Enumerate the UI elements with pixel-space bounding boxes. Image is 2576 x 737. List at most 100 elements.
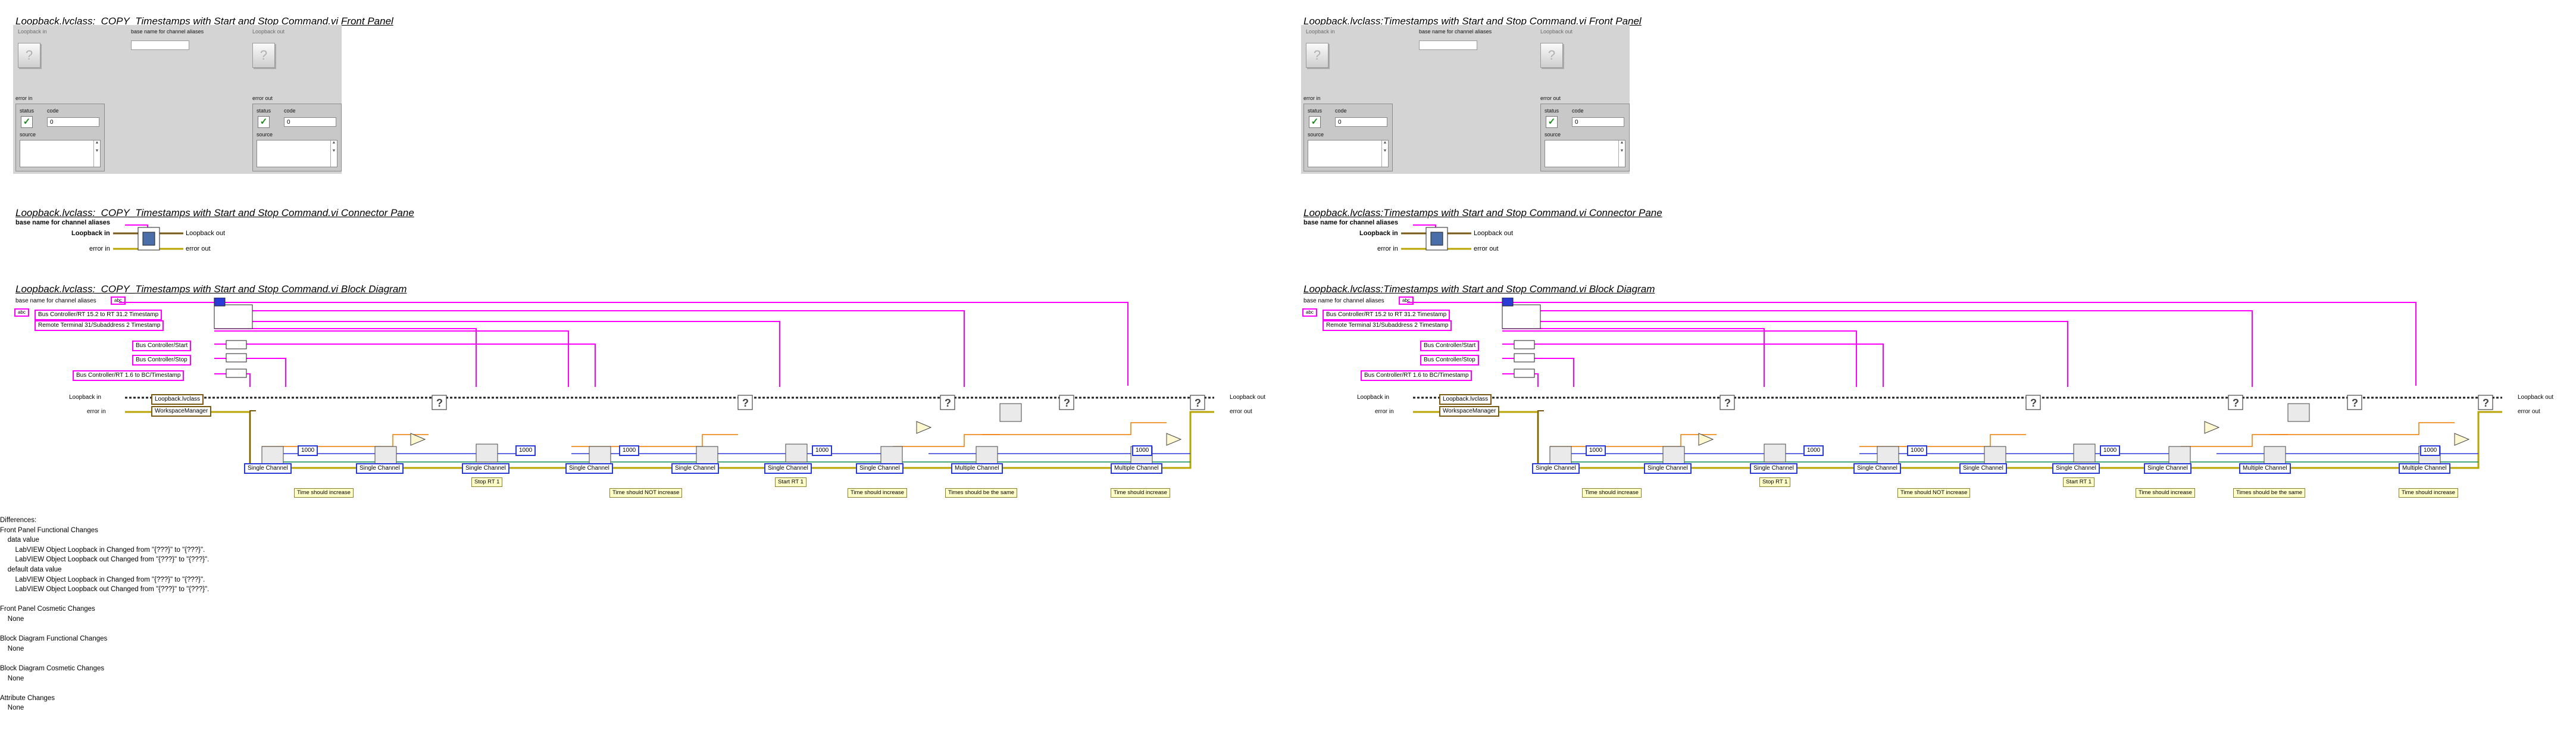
- multiple-channel-ring[interactable]: Multiple Channel: [2399, 463, 2450, 474]
- num-1000-constant[interactable]: 1000: [2100, 445, 2121, 456]
- svg-text:?: ?: [1064, 397, 1070, 409]
- num-1000-constant[interactable]: 1000: [1803, 445, 1824, 456]
- note-time-not-increase: Time should NOT increase: [609, 488, 683, 498]
- base-name-input[interactable]: [131, 40, 189, 50]
- workspace-manager-ring[interactable]: WorkspaceManager: [151, 406, 212, 417]
- single-channel-ring[interactable]: Single Channel: [356, 463, 404, 474]
- source-label: source: [1308, 132, 1324, 138]
- code-label: code: [1572, 108, 1584, 114]
- single-channel-ring[interactable]: Single Channel: [764, 463, 812, 474]
- multiple-channel-ring[interactable]: Multiple Channel: [2239, 463, 2291, 474]
- code-label: code: [1335, 108, 1347, 114]
- error-out-label: error out: [1540, 95, 1561, 101]
- single-channel-ring[interactable]: Single Channel: [671, 463, 719, 474]
- error-in-label: error in: [1303, 95, 1321, 101]
- num-1000-constant[interactable]: 1000: [1586, 445, 1606, 456]
- single-channel-ring[interactable]: Single Channel: [2052, 463, 2100, 474]
- abc-constant[interactable]: abc: [14, 308, 29, 317]
- scrollbar[interactable]: ▲▼: [1618, 140, 1625, 167]
- single-channel-ring[interactable]: Single Channel: [856, 463, 904, 474]
- num-1000-constant[interactable]: 1000: [1132, 445, 1153, 456]
- num-1000-constant[interactable]: 1000: [298, 445, 318, 456]
- code-field: 0: [1572, 117, 1624, 127]
- note-time-increase: Time should increase: [1111, 488, 1170, 498]
- svg-text:?: ?: [2030, 397, 2037, 409]
- const-bc-rt-timestamp[interactable]: Bus Controller/RT 15.2 to RT 31.2 Timest…: [35, 310, 162, 320]
- const-rt-subaddress[interactable]: Remote Terminal 31/Subaddress 2 Timestam…: [35, 320, 164, 331]
- single-channel-ring[interactable]: Single Channel: [1853, 463, 1901, 474]
- code-field[interactable]: 0: [1335, 117, 1387, 127]
- single-channel-ring[interactable]: Single Channel: [2144, 463, 2192, 474]
- loopback-class-constant[interactable]: Loopback.lvclass: [151, 394, 204, 405]
- single-channel-ring[interactable]: Single Channel: [1750, 463, 1797, 474]
- single-channel-ring[interactable]: Single Channel: [565, 463, 613, 474]
- single-channel-ring[interactable]: Single Channel: [1644, 463, 1692, 474]
- abc-constant[interactable]: abc: [1302, 308, 1317, 317]
- const-bc-rt-timestamp[interactable]: Bus Controller/RT 15.2 to RT 31.2 Timest…: [1323, 310, 1450, 320]
- bd-loopback-in-label: Loopback in: [1357, 394, 1389, 401]
- svg-text:?: ?: [436, 397, 443, 409]
- loopback-in-control[interactable]: ?: [1306, 43, 1328, 68]
- single-channel-ring[interactable]: Single Channel: [1959, 463, 2007, 474]
- source-label: source: [1545, 132, 1561, 138]
- num-1000-constant[interactable]: 1000: [515, 445, 536, 456]
- code-label: code: [47, 108, 59, 114]
- const-bc-stop[interactable]: Bus Controller/Stop: [132, 355, 191, 366]
- bd-loopback-out-label: Loopback out: [1230, 394, 1266, 401]
- const-rt-subaddress[interactable]: Remote Terminal 31/Subaddress 2 Timestam…: [1323, 320, 1452, 331]
- block-diagram-title: Loopback.lvclass:Timestamps with Start a…: [1303, 283, 1655, 295]
- single-channel-ring[interactable]: Single Channel: [1532, 463, 1580, 474]
- svg-text:?: ?: [2483, 397, 2489, 409]
- workspace-manager-ring[interactable]: WorkspaceManager: [1439, 406, 1500, 417]
- const-rt-bc-timestamp[interactable]: Bus Controller/RT 1.6 to BC/Timestamp: [73, 370, 185, 381]
- multiple-channel-ring[interactable]: Multiple Channel: [951, 463, 1003, 474]
- const-bc-start[interactable]: Bus Controller/Start: [132, 341, 192, 351]
- status-checkmark-icon: ✓: [258, 116, 270, 128]
- loopback-out-indicator: ?: [252, 43, 275, 68]
- bd-loopback-out-label: Loopback out: [2518, 394, 2554, 401]
- right-vi-pane: Loopback.lvclass:Timestamps with Start a…: [1288, 0, 2576, 737]
- error-in-cluster[interactable]: status code ✓ 0 source ▲▼: [1303, 104, 1393, 171]
- connector-pane-wires: [1401, 224, 1471, 251]
- const-bc-start[interactable]: Bus Controller/Start: [1420, 341, 1480, 351]
- status-checkmark-icon[interactable]: ✓: [21, 116, 33, 128]
- single-channel-ring[interactable]: Single Channel: [244, 463, 292, 474]
- differences-report: Differences: Front Panel Functional Chan…: [0, 517, 210, 712]
- base-name-label: base name for channel aliases: [1419, 29, 1492, 35]
- loopback-class-constant[interactable]: Loopback.lvclass: [1439, 394, 1492, 405]
- note-time-not-increase: Time should NOT increase: [1897, 488, 1971, 498]
- connector-pane-title: Loopback.lvclass:Timestamps with Start a…: [1303, 207, 1662, 218]
- error-in-cluster[interactable]: status code ✓ 0 source ▲▼: [15, 104, 105, 171]
- status-checkmark-icon: ✓: [1546, 116, 1558, 128]
- scrollbar[interactable]: ▲▼: [330, 140, 337, 167]
- bd-error-out-label: error out: [1230, 408, 1252, 415]
- num-1000-constant[interactable]: 1000: [619, 445, 640, 456]
- const-bc-stop[interactable]: Bus Controller/Stop: [1420, 355, 1479, 366]
- num-1000-constant[interactable]: 1000: [812, 445, 833, 456]
- connector-pane-wires: [113, 224, 183, 251]
- cp-loopback-in: Loopback in: [71, 230, 110, 237]
- note-time-increase: Time should increase: [2136, 488, 2195, 498]
- svg-text:?: ?: [2233, 397, 2239, 409]
- cp-error-in: error in: [89, 245, 110, 252]
- source-field[interactable]: ▲▼: [1308, 140, 1389, 167]
- loopback-in-control[interactable]: ?: [18, 43, 40, 68]
- multiple-channel-ring[interactable]: Multiple Channel: [1111, 463, 1162, 474]
- base-name-input[interactable]: [1419, 40, 1477, 50]
- status-checkmark-icon[interactable]: ✓: [1309, 116, 1321, 128]
- cp-error-in: error in: [1377, 245, 1398, 252]
- front-panel-title: Loopback.lvclass:Timestamps with Start a…: [1303, 15, 1642, 27]
- svg-text:?: ?: [742, 397, 749, 409]
- loopback-in-label: Loopback in: [1306, 29, 1335, 35]
- connector-pane-title: Loopback.lvclass:_COPY_Timestamps with S…: [15, 207, 414, 218]
- num-1000-constant[interactable]: 1000: [2420, 445, 2441, 456]
- single-channel-ring[interactable]: Single Channel: [462, 463, 509, 474]
- const-rt-bc-timestamp[interactable]: Bus Controller/RT 1.6 to BC/Timestamp: [1361, 370, 1473, 381]
- scrollbar[interactable]: ▲▼: [93, 140, 100, 167]
- source-field[interactable]: ▲▼: [20, 140, 101, 167]
- bd-error-out-label: error out: [2518, 408, 2540, 415]
- code-field[interactable]: 0: [47, 117, 99, 127]
- num-1000-constant[interactable]: 1000: [1907, 445, 1928, 456]
- scrollbar[interactable]: ▲▼: [1381, 140, 1388, 167]
- cp-base-name: base name for channel aliases: [1303, 219, 1398, 226]
